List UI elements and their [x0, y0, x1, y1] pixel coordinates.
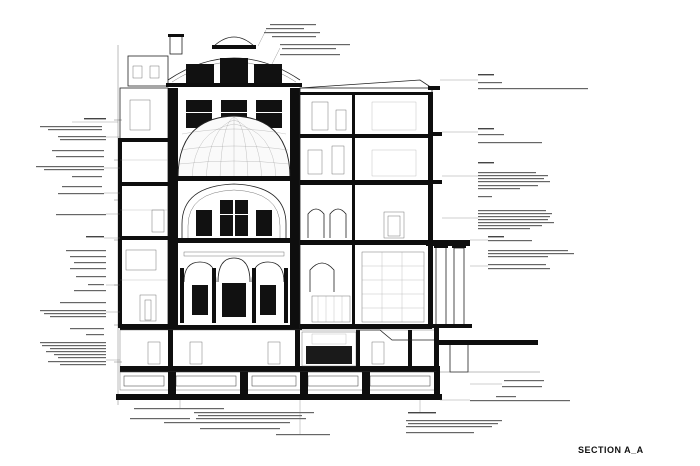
central-hall	[120, 88, 302, 330]
drawing-title: SECTION A_A	[578, 445, 644, 455]
top-annotations	[257, 24, 350, 65]
right-annotations	[440, 74, 588, 402]
right-wing	[299, 79, 470, 329]
bottom-annotations	[130, 400, 502, 436]
foundation	[116, 371, 540, 400]
basement	[119, 326, 538, 373]
rooftop-structures	[127, 34, 302, 87]
portico	[432, 244, 472, 328]
left-annotations	[36, 118, 120, 366]
